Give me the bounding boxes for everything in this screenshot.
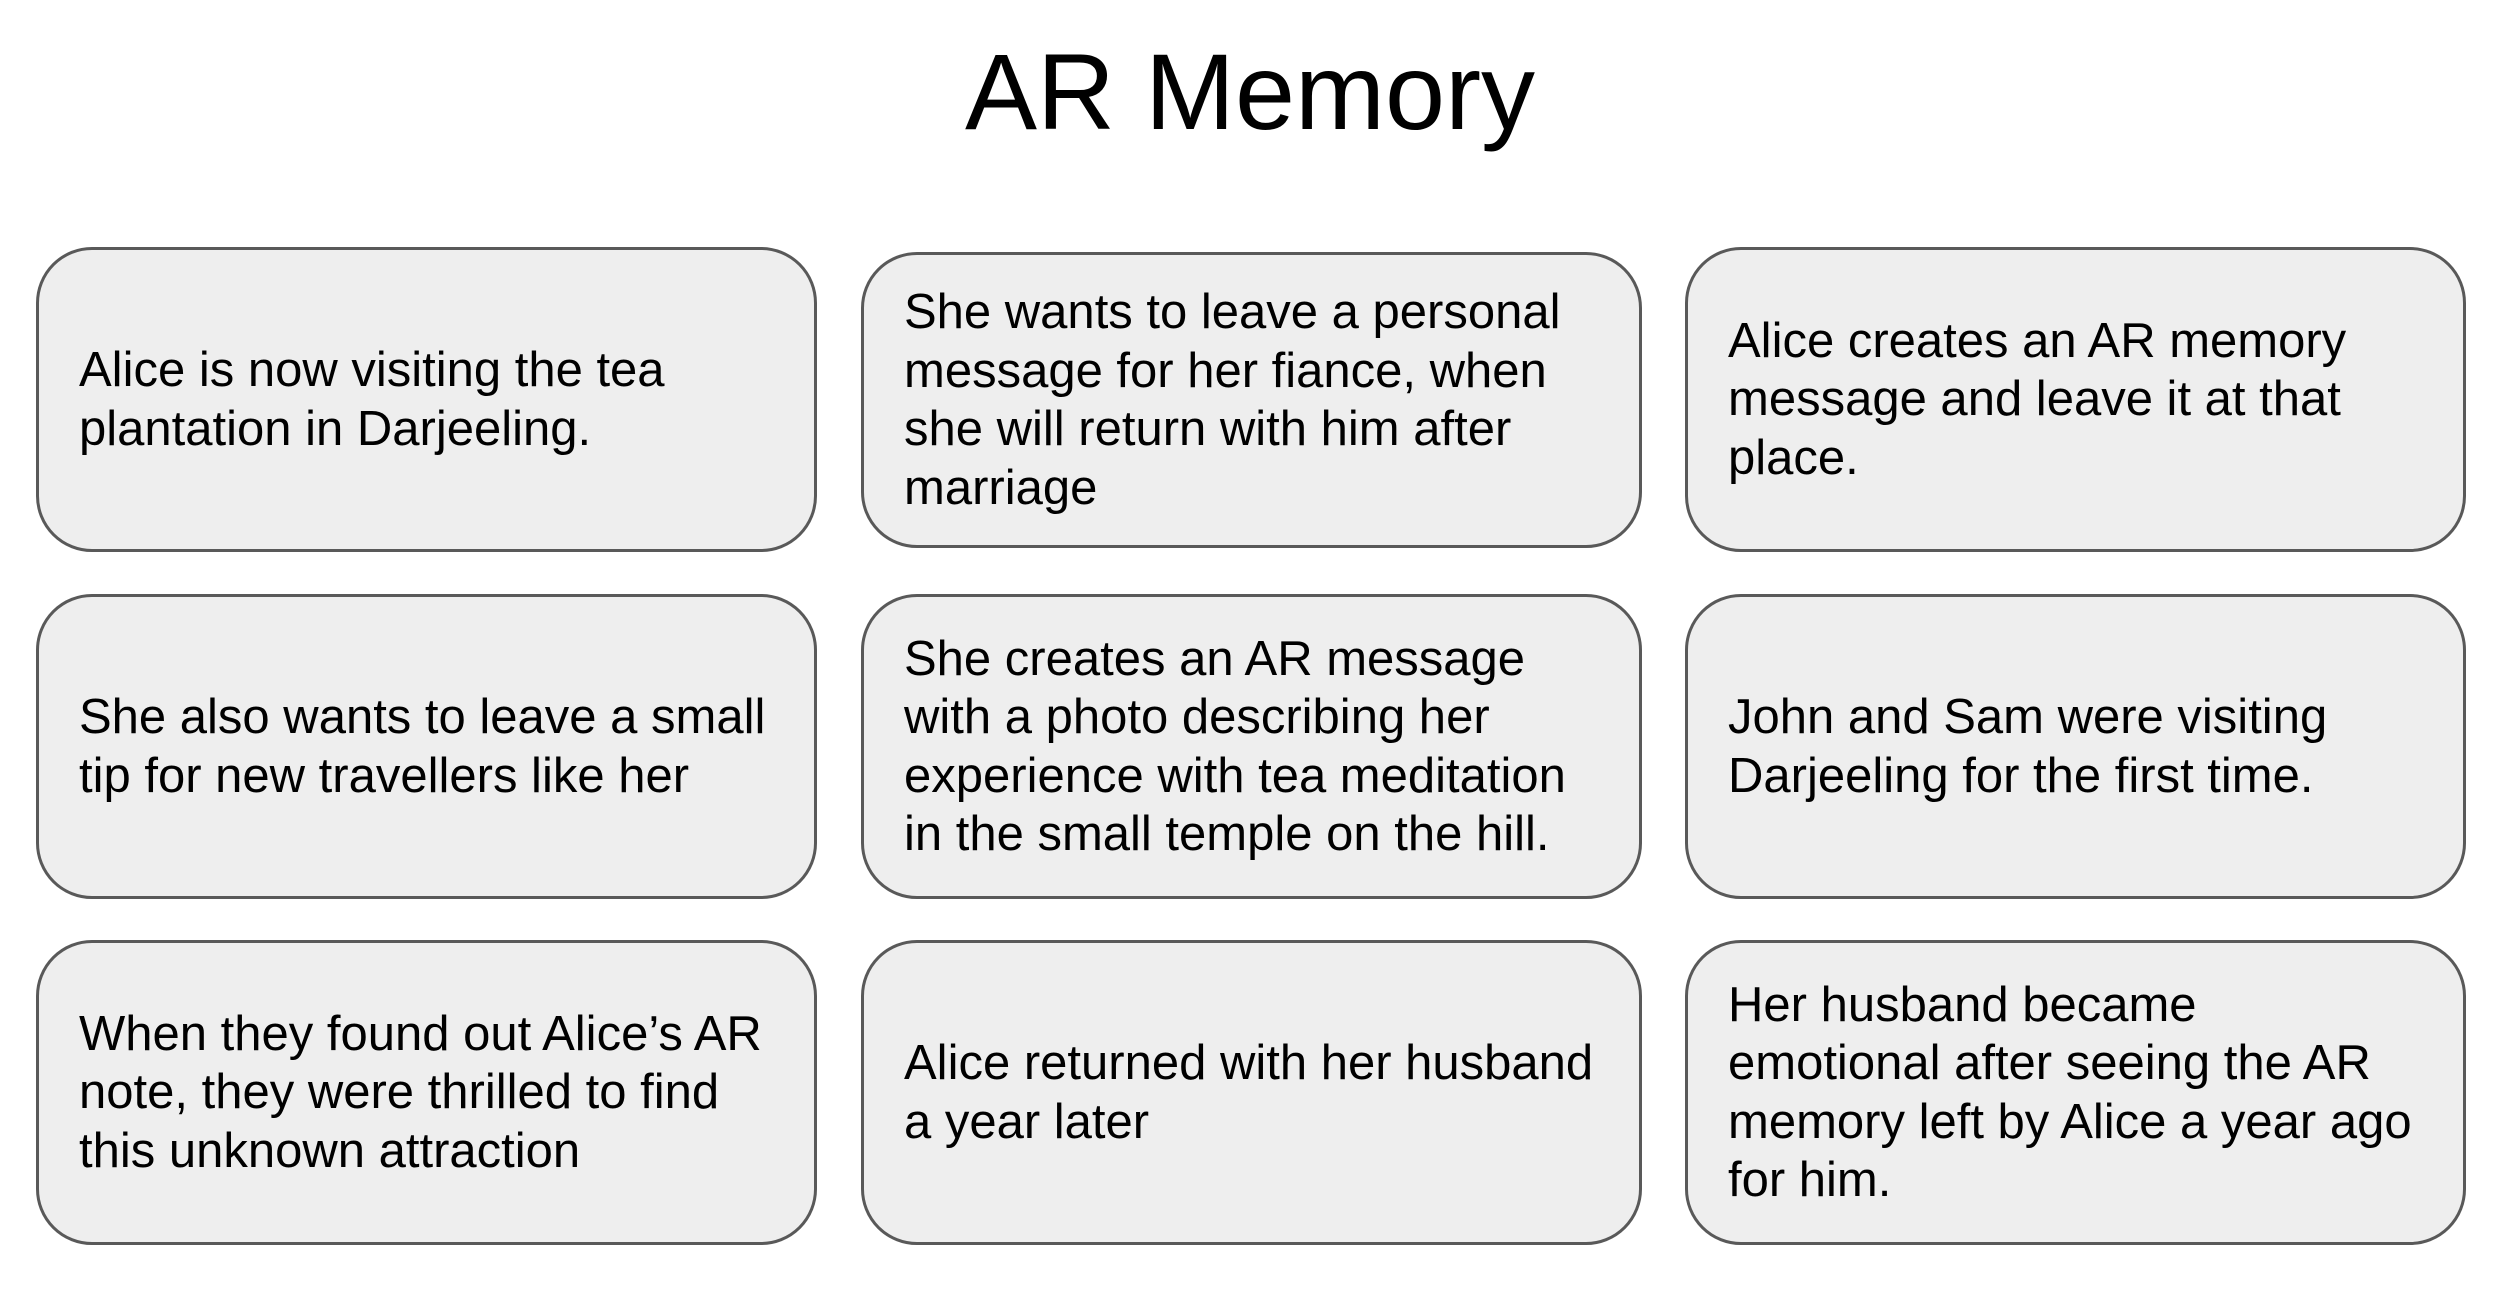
story-card-2: She wants to leave a personal message fo… [861, 252, 1642, 548]
story-card-7: When they found out Alice’s AR note, the… [36, 940, 817, 1245]
story-card-text: John and Sam were visiting Darjeeling fo… [1728, 690, 2328, 803]
story-card-8: Alice returned with her husband a year l… [861, 940, 1642, 1245]
story-card-text: Alice creates an AR memory message and l… [1728, 313, 2347, 485]
story-card-text: She wants to leave a personal message fo… [904, 285, 1561, 515]
story-card-text: Her husband became emotional after seein… [1728, 977, 2412, 1208]
story-card-text: She creates an AR message with a photo d… [904, 631, 1566, 862]
story-card-text: She also wants to leave a small tip for … [79, 690, 766, 803]
story-card-text: Alice is now visiting the tea plantation… [79, 343, 665, 456]
story-card-text: When they found out Alice’s AR note, the… [79, 1006, 762, 1178]
story-card-9: Her husband became emotional after seein… [1685, 940, 2466, 1245]
story-card-1: Alice is now visiting the tea plantation… [36, 247, 817, 552]
story-card-4: She also wants to leave a small tip for … [36, 594, 817, 899]
story-card-3: Alice creates an AR memory message and l… [1685, 247, 2466, 552]
story-card-text: Alice returned with her husband a year l… [904, 1036, 1594, 1149]
story-card-5: She creates an AR message with a photo d… [861, 594, 1642, 899]
page-title: AR Memory [964, 31, 1536, 152]
story-card-6: John and Sam were visiting Darjeeling fo… [1685, 594, 2466, 899]
